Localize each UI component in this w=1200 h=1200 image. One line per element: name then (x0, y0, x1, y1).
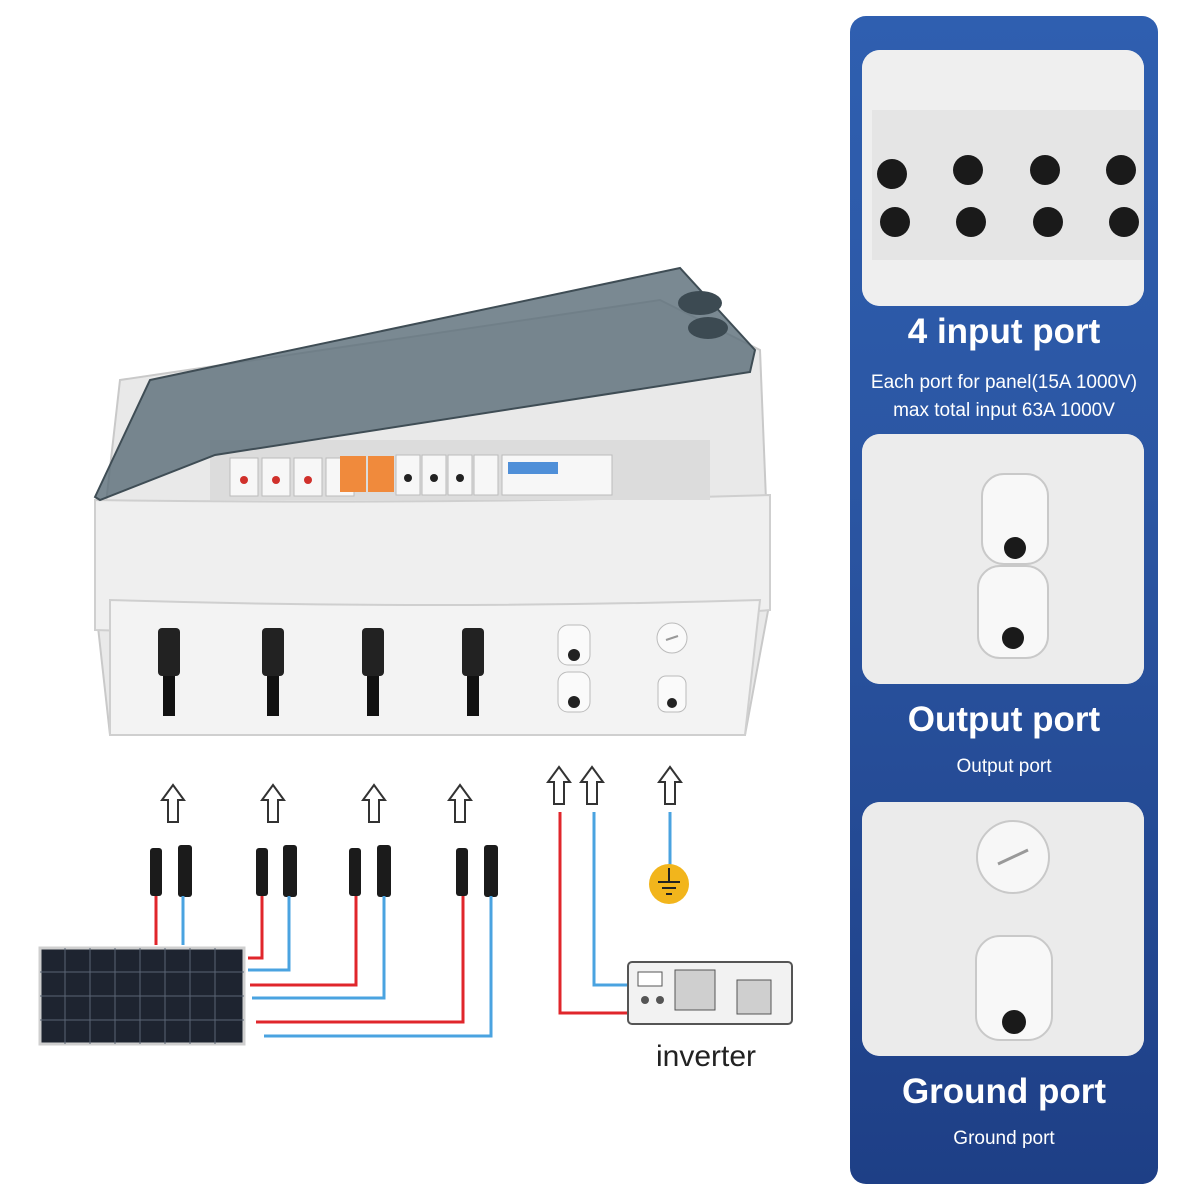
box-ground-port (656, 622, 688, 713)
ground-symbol-icon (649, 864, 689, 904)
output-port-subtitle: Output port (956, 756, 1052, 777)
feature-panel: 4 input port Each port for panel(15A 100… (850, 16, 1158, 1184)
up-arrows (160, 765, 683, 823)
combiner-box (93, 266, 772, 736)
ground-port-subtitle: Ground port (953, 1128, 1055, 1149)
positive-wires (154, 812, 630, 1024)
ground-port-title: Ground port (901, 1072, 1107, 1111)
product-illustration (38, 266, 793, 1046)
output-port-photo (862, 434, 1144, 684)
solar-panel-icon (38, 946, 246, 1046)
inverter-icon (627, 961, 793, 1025)
box-input-connectors (158, 628, 484, 716)
ground-port-photo (862, 802, 1144, 1056)
breaker-row (229, 454, 613, 497)
box-output-glands (557, 624, 591, 713)
input-port-spec-line-1: Each port for panel(15A 1000V) (870, 372, 1138, 393)
input-port-photo (862, 50, 1144, 306)
transparent-cover (93, 266, 757, 502)
mc4-connector-pairs (150, 845, 498, 897)
input-port-title: 4 input port (907, 312, 1101, 351)
output-port-title: Output port (907, 700, 1101, 739)
negative-wires (181, 812, 672, 1038)
input-port-spec-line-2: max total input 63A 1000V (893, 400, 1115, 421)
inverter-label: inverter (656, 1040, 757, 1073)
